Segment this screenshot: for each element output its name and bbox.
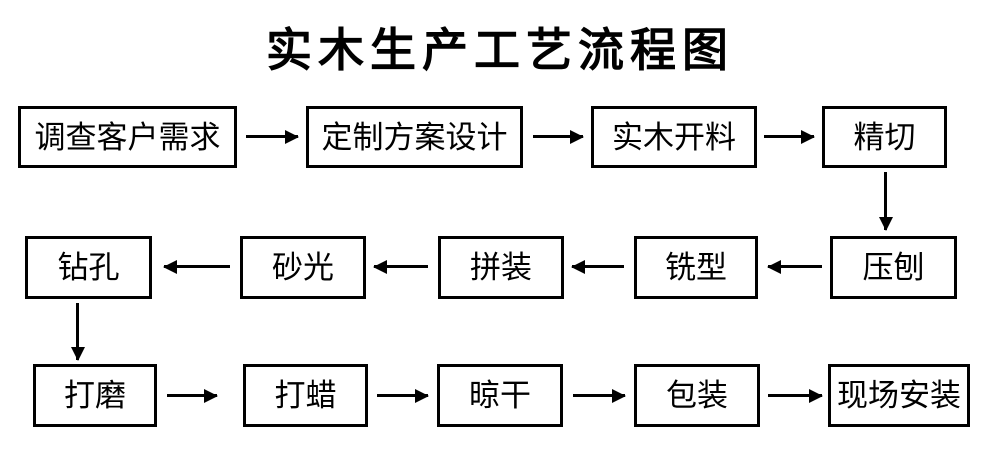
node-milling: 铣型 — [634, 236, 758, 299]
flow-arrow-down-icon — [879, 172, 893, 231]
flow-arrow-right-icon — [768, 389, 823, 403]
flow-arrow-left-icon — [163, 260, 230, 274]
node-onsite-installation: 现场安装 — [828, 364, 970, 427]
diagram-title: 实木生产工艺流程图 — [266, 23, 734, 77]
flow-arrow-right-icon — [533, 130, 584, 144]
node-packaging: 包装 — [634, 364, 760, 427]
node-survey-customer-needs: 调查客户需求 — [18, 106, 237, 168]
flow-arrow-right-icon — [573, 389, 626, 403]
flow-arrow-right-icon — [764, 130, 815, 144]
flow-arrow-left-icon — [373, 260, 428, 274]
node-drilling: 钻孔 — [25, 236, 152, 299]
node-polishing: 打磨 — [33, 364, 157, 427]
node-wood-cutting: 实木开料 — [591, 106, 757, 168]
flow-arrow-right-icon — [377, 389, 429, 403]
flow-arrow-left-icon — [571, 260, 624, 274]
node-planing: 压刨 — [830, 236, 957, 299]
node-drying: 晾干 — [437, 364, 563, 427]
node-assembly: 拼装 — [438, 236, 564, 299]
node-fine-cutting: 精切 — [822, 106, 947, 168]
flow-arrow-left-icon — [767, 260, 822, 274]
flow-arrow-right-icon — [167, 389, 218, 403]
node-sanding: 砂光 — [240, 236, 366, 299]
node-custom-design: 定制方案设计 — [306, 106, 523, 168]
node-waxing: 打蜡 — [243, 364, 368, 427]
flow-arrow-down-icon — [71, 303, 85, 361]
flow-arrow-right-icon — [246, 130, 299, 144]
